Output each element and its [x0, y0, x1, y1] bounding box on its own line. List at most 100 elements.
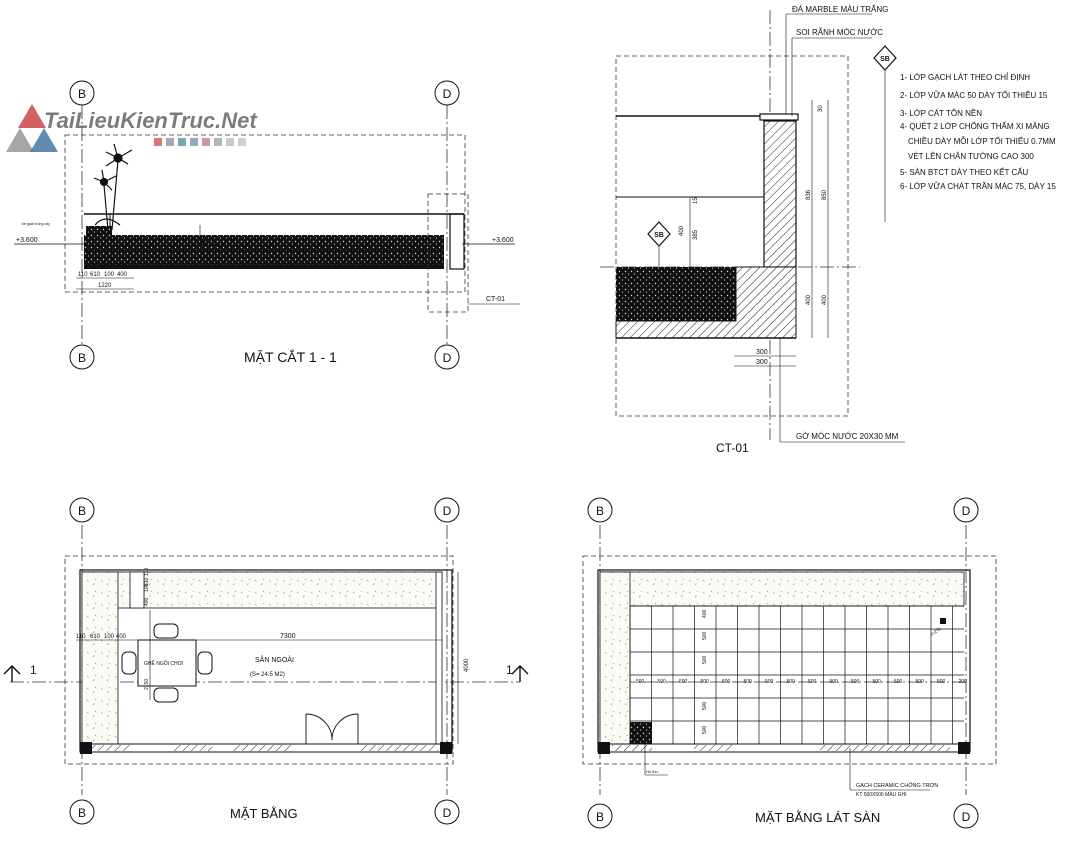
svg-text:B: B: [78, 351, 86, 365]
svg-text:VÉT LÊN CHÂN TƯỜNG CAO 300: VÉT LÊN CHÂN TƯỜNG CAO 300: [908, 152, 1034, 161]
svg-text:100: 100: [144, 583, 150, 592]
svg-text:610: 610: [144, 577, 150, 586]
svg-text:D: D: [443, 504, 452, 518]
grid-bubble-d-top: D: [434, 497, 460, 523]
svg-text:B: B: [78, 504, 86, 518]
tag-sb-icon: SB: [647, 221, 671, 267]
svg-text:400: 400: [822, 294, 828, 305]
palm-tree-icon: [93, 143, 133, 231]
tile-dim-label: 500: [636, 679, 645, 685]
layer-notes: 1- LỚP GẠCH LÁT THEO CHỈ ĐỊNH 2- LỚP VỮA…: [900, 73, 1056, 191]
svg-text:30: 30: [818, 105, 824, 112]
svg-text:D: D: [443, 806, 452, 820]
tile-dim-label: 500: [851, 679, 860, 685]
detail-slab: [616, 267, 736, 321]
tile-dim-label: 400: [702, 609, 708, 618]
tile-dim-label: 500: [894, 679, 903, 685]
tile-dim-label: 500: [830, 679, 839, 685]
svg-text:610: 610: [90, 272, 101, 278]
svg-text:1: 1: [30, 663, 37, 677]
tile-dim-label: 500: [702, 631, 708, 640]
svg-text:6- LỚP VỮA CHÁT TRẦN MÁC 75, D: 6- LỚP VỮA CHÁT TRẦN MÁC 75, DÀY 15: [900, 181, 1056, 191]
section-title: MẶT CẮT 1 - 1: [244, 348, 337, 365]
tag-sb-notes-icon: SB: [873, 45, 897, 222]
svg-text:400: 400: [806, 294, 812, 305]
svg-text:300: 300: [756, 349, 768, 356]
watermark-text: TaiLieuKienTruc.Net: [44, 108, 258, 133]
svg-text:SB: SB: [654, 232, 664, 239]
floor-drain: [630, 722, 652, 744]
section-mark-left: 1: [3, 663, 37, 682]
svg-text:850: 850: [822, 189, 828, 200]
svg-text:D: D: [443, 87, 452, 101]
grid-bubble-b-bottom: B: [587, 803, 613, 829]
grid-bubble-d-bottom: D: [434, 344, 460, 370]
tile-dims-col: 400 500 500 500 500: [702, 609, 708, 734]
svg-text:B: B: [596, 810, 604, 824]
small-note: bệ gạch trồng cây: [22, 222, 50, 226]
svg-text:7300: 7300: [280, 633, 296, 640]
svg-text:836: 836: [806, 189, 812, 200]
door-icon: [305, 713, 359, 744]
svg-text:B: B: [596, 504, 604, 518]
grid-bubble-b-top: B: [69, 497, 95, 523]
label-groove: SOI RÃNH MÓC NƯỚC: [796, 28, 883, 37]
callout-label: CT-01: [486, 296, 505, 303]
svg-text:110: 110: [78, 272, 88, 278]
label-marble: ĐÁ MARBLE MÀU TRẮNG: [792, 5, 888, 14]
room-name: SÂN NGOÀI: [255, 655, 294, 664]
svg-text:610: 610: [90, 634, 101, 640]
svg-text:385: 385: [693, 229, 699, 240]
level-mark-left: +3.600: [14, 237, 84, 245]
room-area: (S= 24.5 M2): [250, 672, 285, 678]
tile-dim-label: 200: [959, 679, 968, 685]
tile-dim-label: 500: [873, 679, 882, 685]
svg-text:4- QUÉT 2 LỚP CHỐNG THẤM XI MĂ: 4- QUÉT 2 LỚP CHỐNG THẤM XI MĂNG: [900, 121, 1050, 131]
svg-text:400: 400: [116, 634, 127, 640]
tile-spec: KT 500X500 MÀU GHI: [856, 791, 907, 798]
svg-text:D: D: [962, 504, 971, 518]
tile-label: GẠCH CERAMIC CHỐNG TRƠN: [856, 782, 938, 789]
svg-text:400: 400: [679, 225, 685, 236]
level-mark-right: +3.600: [462, 237, 515, 245]
grid-bubble-d-bottom: D: [434, 799, 460, 825]
svg-text:400: 400: [117, 272, 128, 278]
svg-text:4000: 4000: [464, 658, 470, 672]
tile-dim-label: 500: [722, 679, 731, 685]
section-1-1: B D B D +3.600 +3.600 bệ gạch: [14, 80, 520, 370]
svg-text:400: 400: [144, 597, 150, 606]
svg-text:CHIỀU DÀY MỖI LỚP TỐI THIỂU 0.: CHIỀU DÀY MỖI LỚP TỐI THIỂU 0.7MM: [908, 136, 1056, 146]
tile-plan-title: MẶT BẰNG LÁT SÀN: [755, 810, 880, 825]
svg-text:1220: 1220: [98, 283, 112, 289]
svg-text:1: 1: [506, 663, 513, 677]
grid-bubble-d-top: D: [434, 80, 460, 106]
svg-text:100: 100: [104, 634, 115, 640]
watermark-swatches: [154, 138, 246, 146]
svg-text:1- LỚP GẠCH LÁT THEO CHỈ ĐỊNH: 1- LỚP GẠCH LÁT THEO CHỈ ĐỊNH: [900, 73, 1030, 82]
svg-text:+3.600: +3.600: [16, 237, 38, 244]
tile-dim-label: 500: [702, 725, 708, 734]
svg-text:400: 400: [202, 235, 208, 246]
svg-text:5- SÀN BTCT DÀY THEO KẾT CẤU: 5- SÀN BTCT DÀY THEO KẾT CẤU: [900, 167, 1029, 177]
section-mark-right: 1: [506, 663, 529, 682]
tile-dim-label: 500: [702, 655, 708, 664]
tile-dim-label: 500: [787, 679, 796, 685]
svg-text:300: 300: [756, 359, 768, 366]
tile-dim-label: 500: [701, 679, 710, 685]
label-drip: GỜ MÓC NƯỚC 20X30 MM: [796, 432, 899, 441]
plan-title: MẶT BẰNG: [230, 806, 298, 821]
svg-text:100: 100: [212, 235, 218, 246]
detail-ct-01: ĐÁ MARBLE MÀU TRẮNG SOI RÃNH MÓC NƯỚC GỜ…: [600, 5, 1056, 455]
svg-text:3- LỚP CÁT TÔN NỀN: 3- LỚP CÁT TÔN NỀN: [900, 108, 982, 118]
slope-label: i=2%: [930, 626, 943, 638]
tile-dim-label: 500: [679, 679, 688, 685]
planter-left: [81, 571, 119, 745]
svg-text:110: 110: [76, 634, 86, 640]
drain-label: Hố thu: [646, 769, 658, 774]
grid-bubble-b-top: B: [587, 497, 613, 523]
svg-text:B: B: [78, 806, 86, 820]
tile-dim-label: 500: [702, 701, 708, 710]
tile-grid: [629, 605, 964, 745]
